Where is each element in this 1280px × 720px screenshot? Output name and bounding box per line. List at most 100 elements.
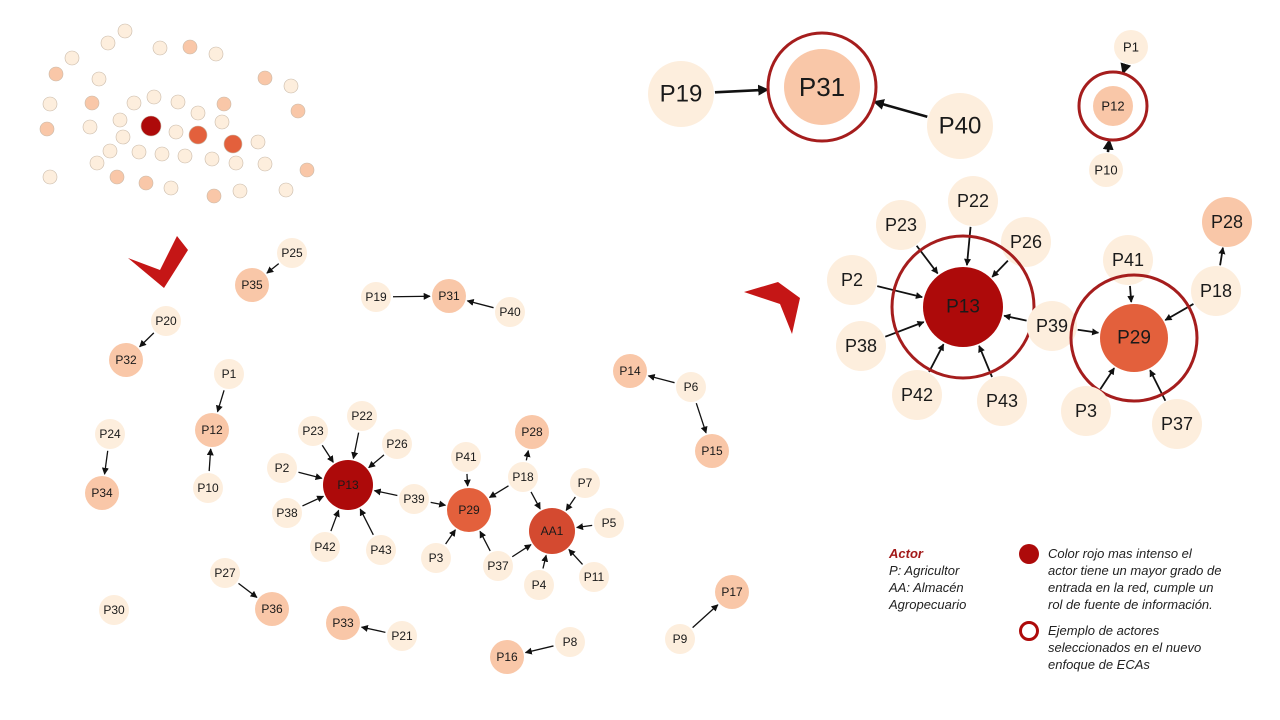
zoom-main-edges: [877, 226, 1226, 402]
net-node-circle-p20: [151, 306, 181, 336]
net-node-circle-p30: [99, 595, 129, 625]
thumbnail-node-32: [177, 148, 193, 164]
zoom-main-highlight-ring-p13: [890, 234, 1036, 380]
zoom-top-node-circle-p19: [648, 61, 714, 127]
net-edge-p26-to-p13: [368, 454, 385, 469]
zoom-main-node-circle-p22: [948, 176, 998, 226]
net-node-label-p35: P35: [241, 278, 263, 292]
zoom-main-node-circle-p13: [923, 267, 1003, 347]
net-node-label-p34: P34: [91, 486, 113, 500]
actor-legend: Actor P: Agricultor AA: Almacén Agropecu…: [889, 545, 1009, 613]
net-node-p23: P23: [298, 416, 328, 446]
thumbnail-node-44: [257, 156, 273, 172]
actor-legend-aa-line2: Agropecuario: [889, 597, 967, 612]
net-edge-p21-to-p33: [360, 625, 386, 633]
thumbnail-node-26: [115, 129, 131, 145]
zoom-top-node-circle-p10: [1089, 153, 1123, 187]
zoom-top-highlight-ring-p12: [1077, 70, 1149, 142]
net-node-p16: P16: [490, 640, 524, 674]
net-edge-p7-to-aa1: [565, 496, 576, 511]
net-node-circle-p10: [193, 473, 223, 503]
net-edge-p18-to-aa1: [530, 491, 541, 510]
thumbnail-node-28: [250, 134, 266, 150]
thumbnail-node-41: [206, 188, 222, 204]
net-node-circle-p28: [515, 415, 549, 449]
thumbnail-node-34: [228, 155, 244, 171]
zoom-main-node-p43: P43: [977, 376, 1027, 426]
zoom-top-node-p19: P19: [648, 61, 714, 127]
net-edge-p25-to-p35: [266, 263, 280, 274]
zoom-main-node-label-p41: P41: [1112, 250, 1144, 270]
net-node-circle-p2: [267, 453, 297, 483]
net-node-p29: P29: [447, 488, 491, 532]
net-node-circle-p39: [399, 484, 429, 514]
net-edge-p23-to-p13: [321, 444, 334, 463]
net-node-circle-p7: [570, 468, 600, 498]
net-node-circle-p37: [483, 551, 513, 581]
net-node-p39: P39: [399, 484, 429, 514]
net-edge-p42-to-p13: [330, 509, 340, 532]
net-node-circle-p3: [421, 543, 451, 573]
net-node-p4: P4: [524, 570, 554, 600]
zoom-main-edge-p39-to-p29: [1077, 328, 1100, 336]
right-chevron-icon: [744, 282, 800, 334]
zoom-top-node-label-p40: P40: [939, 113, 982, 140]
zoom-main-node-label-p42: P42: [901, 385, 933, 405]
net-node-label-p43: P43: [370, 543, 392, 557]
net-node-label-p13: P13: [337, 478, 359, 492]
net-node-p37: P37: [483, 551, 513, 581]
net-edge-p43-to-p13: [359, 508, 374, 536]
thumbnail-node-9: [257, 70, 273, 86]
net-node-label-p19: P19: [365, 290, 387, 304]
net-node-circle-p5: [594, 508, 624, 538]
thumbnail-node-40: [163, 180, 179, 196]
net-edge-p39-to-p29: [430, 500, 447, 508]
net-node-label-p18: P18: [512, 470, 534, 484]
thumbnail-node-39: [138, 175, 154, 191]
thumbnail-node-33: [204, 151, 220, 167]
thumbnail-node-24: [39, 121, 55, 137]
thumbnail-node-11: [42, 96, 58, 112]
thumbnail-node-21: [188, 125, 208, 145]
zoom-main-node-circle-p29: [1100, 304, 1168, 372]
net-node-p6: P6: [676, 372, 706, 402]
net-node-label-p32: P32: [115, 353, 137, 367]
net-node-circle-p9: [665, 624, 695, 654]
legend-ring-line1: Ejemplo de actores: [1048, 623, 1160, 638]
zoom-main-node-p38: P38: [836, 321, 886, 371]
thumbnail-node-38: [109, 169, 125, 185]
legend-filled-line1: Color rojo mas intenso el: [1048, 546, 1192, 561]
net-node-p26: P26: [382, 429, 412, 459]
zoom-main-node-circle-p38: [836, 321, 886, 371]
net-edge-p10-to-p12: [206, 448, 214, 472]
net-edge-p41-to-p29: [463, 473, 471, 487]
net-node-p1: P1: [214, 359, 244, 389]
thumbnail-node-14: [146, 89, 162, 105]
thumbnail-node-27: [223, 134, 243, 154]
net-node-circle-p18: [508, 462, 538, 492]
thumbnail-node-5: [182, 39, 198, 55]
net-node-label-p7: P7: [578, 476, 593, 490]
net-node-p14: P14: [613, 354, 647, 388]
thumbnail-node-1: [117, 23, 133, 39]
zoom-main-node-label-p38: P38: [845, 336, 877, 356]
thumbnail-node-35: [89, 155, 105, 171]
zoom-main-node-p42: P42: [892, 370, 942, 420]
net-node-p13: P13: [323, 460, 373, 510]
net-node-label-p28: P28: [521, 425, 543, 439]
net-node-circle-p19: [361, 282, 391, 312]
zoom-main-node-label-p39: P39: [1036, 316, 1068, 336]
thumbnail-node-10: [283, 78, 299, 94]
zoom-main-node-label-p37: P37: [1161, 414, 1193, 434]
net-node-label-p3: P3: [429, 551, 444, 565]
network-thumbnail: [39, 23, 315, 204]
zoom-top-edges: [714, 62, 1132, 153]
zoom-top-node-p31: P31: [766, 31, 878, 143]
actor-legend-p: P: Agricultor: [889, 563, 960, 578]
net-node-label-p17: P17: [721, 585, 743, 599]
net-edge-p24-to-p34: [101, 450, 109, 475]
thumbnail-node-4: [152, 40, 168, 56]
net-edge-p38-to-p13: [302, 495, 325, 507]
